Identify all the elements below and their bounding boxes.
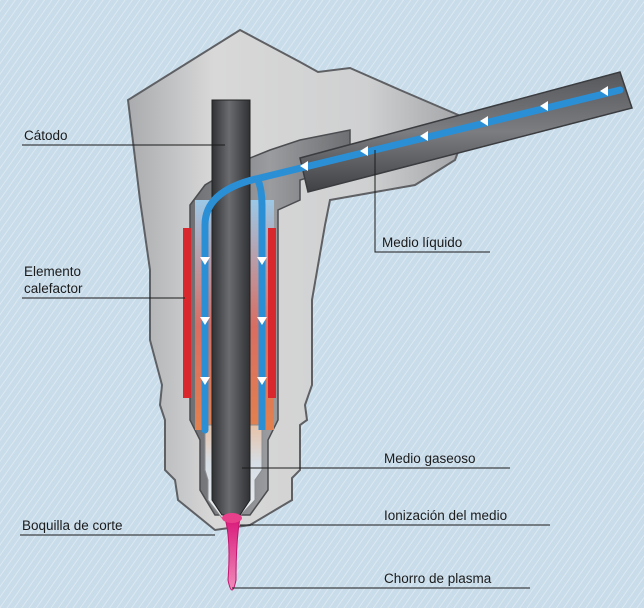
ionization-zone [222, 513, 242, 523]
cathode [212, 100, 250, 515]
label-heating-element-2: calefactor [24, 281, 83, 296]
liquid-flow-branch [258, 180, 262, 430]
label-liquid-medium: Medio líquido [382, 235, 462, 250]
label-plasma-jet: Chorro de plasma [384, 571, 492, 586]
label-cathode: Cátodo [24, 128, 68, 143]
label-heating-element-1: Elemento [24, 264, 81, 279]
label-gaseous-medium: Medio gaseoso [384, 451, 476, 466]
label-cutting-nozzle: Boquilla de corte [22, 518, 123, 533]
heating-element-left [183, 228, 191, 398]
heating-element-right [268, 228, 276, 398]
label-medium-ionization: Ionización del medio [384, 508, 507, 523]
